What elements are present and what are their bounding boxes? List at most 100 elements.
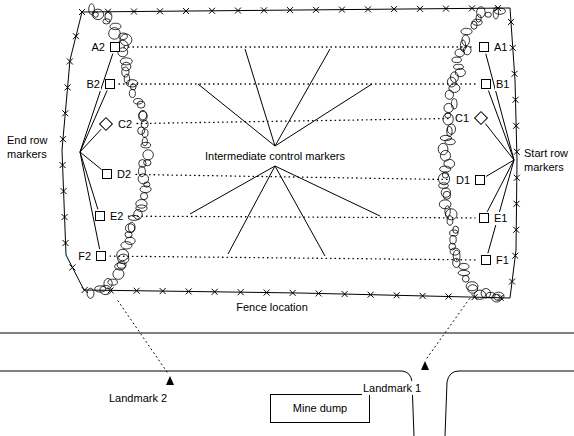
marker-label: E2: [109, 210, 124, 223]
fence-post: [209, 8, 215, 14]
marker-label: E1: [493, 212, 508, 225]
row-line: [136, 174, 451, 179]
shrub: [142, 129, 148, 137]
row-marker: E2: [95, 210, 124, 223]
row-marker: F1: [481, 254, 510, 267]
row-marker-leaders: [80, 54, 514, 254]
shrub: [125, 237, 135, 244]
marker-square: [481, 79, 491, 89]
marker-label: C2: [117, 118, 133, 131]
shrub: [120, 34, 132, 46]
shrub: [493, 7, 498, 19]
site-name: Mine dump: [292, 402, 348, 415]
shrub: [445, 139, 455, 145]
shrub: [136, 200, 147, 209]
shrub: [140, 193, 147, 200]
marker-square: [479, 213, 489, 223]
fence-post: [134, 288, 140, 294]
shrub: [455, 49, 464, 57]
fence-post: [264, 290, 270, 296]
row-marker: B2: [86, 78, 115, 91]
leader-line: [487, 160, 514, 212]
shrub: [93, 12, 98, 17]
road-edge: [0, 371, 414, 436]
fence-post: [514, 201, 520, 207]
leader-line: [275, 84, 372, 146]
shrub: [459, 263, 469, 269]
shrub: [141, 142, 151, 148]
fence-post: [365, 6, 371, 12]
fence-post: [316, 290, 322, 296]
marker-square: [102, 169, 112, 179]
fence: [60, 5, 520, 301]
fence-post: [69, 264, 75, 270]
leader-line: [198, 84, 275, 146]
shrub: [447, 77, 456, 87]
shrub: [494, 8, 505, 14]
fence-line: [62, 8, 517, 298]
fence-post: [417, 6, 423, 12]
marker-label: C1: [454, 112, 470, 125]
shrub: [476, 14, 481, 22]
row-line: [119, 83, 477, 84]
marker-square: [99, 117, 113, 131]
shrub: [139, 111, 148, 121]
landmark-triangle: [421, 361, 429, 370]
shrub: [103, 19, 110, 24]
shrub: [444, 103, 453, 112]
fence-post: [368, 292, 374, 298]
landmark-triangle: [166, 376, 174, 385]
fence-post: [61, 188, 67, 194]
fence-post: [508, 19, 514, 25]
fence-post: [238, 289, 244, 295]
shrub: [109, 28, 121, 40]
fence-post: [513, 227, 519, 233]
shrub: [113, 269, 124, 280]
marker-label: B2: [86, 78, 101, 91]
marker-label: F2: [77, 250, 92, 263]
landmark-label: Landmark 2: [108, 391, 168, 405]
control-marker-leaders: [190, 49, 380, 256]
marker-label: A1: [493, 41, 508, 54]
row-line: [137, 118, 450, 123]
shrub: [122, 67, 129, 77]
shrub: [95, 286, 106, 292]
fence-post: [446, 294, 452, 300]
fence-post: [183, 8, 189, 14]
fence-post: [131, 9, 137, 15]
shrub: [125, 232, 132, 238]
shrub: [458, 270, 469, 275]
shrub: [462, 275, 469, 282]
sight-line: [116, 298, 167, 372]
row-line: [128, 216, 475, 218]
leader-line: [275, 49, 330, 146]
shrub: [461, 28, 472, 34]
row-marker: C1: [454, 112, 488, 125]
shrub: [443, 191, 451, 199]
leader-line: [228, 166, 275, 254]
leader-line: [80, 152, 100, 249]
shrub: [441, 188, 450, 197]
fence-post: [60, 136, 66, 142]
fence-post: [313, 7, 319, 13]
shrub: [140, 186, 151, 193]
road-edge: [0, 333, 574, 334]
leader-line: [80, 152, 98, 209]
leader-line: [488, 160, 514, 253]
shrub: [138, 127, 145, 135]
row-marker: C2: [99, 118, 133, 131]
leader-line: [245, 49, 275, 146]
shrub: [439, 183, 449, 188]
vegetation: [87, 4, 505, 302]
fence-post: [287, 7, 293, 13]
shrub: [452, 57, 461, 62]
shrub: [120, 58, 132, 65]
marker-square: [96, 251, 106, 261]
shrub: [105, 11, 112, 22]
fence-post: [391, 6, 397, 12]
row-line: [110, 256, 477, 260]
shrub: [449, 84, 460, 93]
leader-line: [488, 91, 514, 160]
shrub: [447, 127, 452, 137]
